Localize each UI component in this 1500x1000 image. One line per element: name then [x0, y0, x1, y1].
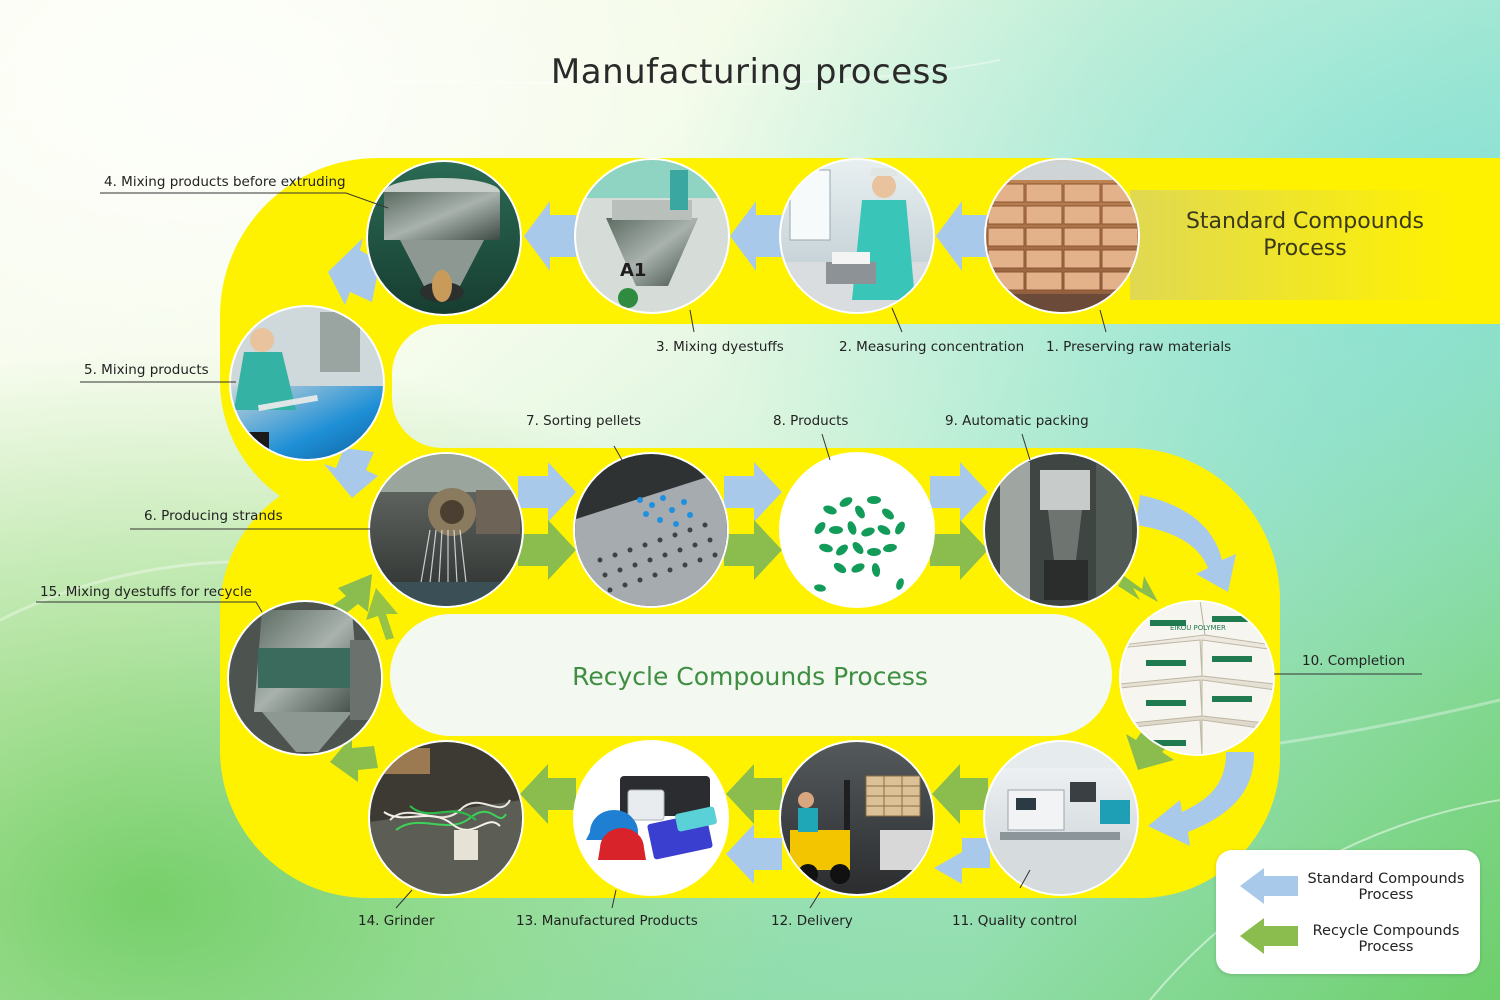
legend: Standard Compounds Process Recycle Compo… — [1216, 850, 1480, 974]
step-label-2: 2. Measuring concentration — [839, 339, 1025, 355]
blue-vat-worker-photo: D1 — [231, 307, 383, 459]
worker-scale-photo — [781, 160, 933, 312]
recycle-arrow-7-8 — [724, 520, 782, 580]
recycle-arrow-15-6b — [366, 588, 398, 640]
legend-item-standard: Standard Compounds Process — [1216, 862, 1480, 912]
standard-arrow-4-5 — [328, 238, 380, 305]
recycle-arrow-9-10 — [1118, 576, 1158, 602]
plastic-products-photo — [575, 742, 727, 894]
svg-text:EIKOU POLYMER: EIKOU POLYMER — [1170, 624, 1226, 632]
left-arrow-icon — [1240, 918, 1298, 954]
step-photo-9 — [983, 452, 1139, 608]
step-photo-14 — [368, 740, 524, 896]
step-photo-3: A1 — [574, 158, 730, 314]
step-label-5: 5. Mixing products — [84, 362, 209, 378]
step-label-1: 1. Preserving raw materials — [1046, 339, 1232, 355]
standard-arrow-6-7 — [518, 462, 576, 522]
standard-arrow-3-4 — [524, 201, 576, 271]
recycle-arrows — [326, 520, 1176, 824]
steel-mixer-photo — [368, 162, 520, 314]
stacked-bags-photo — [986, 160, 1138, 312]
green-pellets-photo — [781, 454, 933, 606]
step-label-4: 4. Mixing products before extruding — [104, 174, 346, 190]
drum-mixer-photo — [229, 602, 381, 754]
step-photo-1 — [984, 158, 1140, 314]
step-photo-6 — [368, 452, 524, 608]
standard-arrow-11-12 — [934, 838, 990, 884]
step-label-3: 3. Mixing dyestuffs — [656, 339, 784, 355]
step-photo-8 — [779, 452, 935, 608]
legend-label-standard: Standard Compounds Process — [1307, 871, 1465, 903]
step-photo-13 — [573, 740, 729, 896]
recycle-arrow-13-14 — [520, 764, 576, 824]
forklift-photo — [781, 742, 933, 894]
recycle-arrow-12-13 — [726, 764, 782, 824]
recycle-inner-band — [390, 614, 1112, 736]
step-label-14: 14. Grinder — [358, 913, 435, 929]
step-photo-4 — [366, 160, 522, 316]
recycle-arrow-15-6a — [326, 574, 372, 618]
standard-arrows — [324, 201, 1255, 884]
step-photo-7 — [573, 452, 729, 608]
left-arrow-icon — [1240, 868, 1298, 904]
step-photo-2 — [779, 158, 935, 314]
page-title: Manufacturing process — [550, 52, 950, 92]
recycle-arrow-6-7 — [518, 520, 576, 580]
step-label-7: 7. Sorting pellets — [526, 413, 642, 429]
standard-arrow-10-11 — [1148, 752, 1255, 846]
legend-label-recycle: Recycle Compounds Process — [1312, 923, 1460, 955]
scrap-bin-photo — [370, 742, 522, 894]
standard-arrow-9-10 — [1136, 495, 1236, 592]
step-photo-10: EIKOU POLYMER — [1119, 600, 1275, 756]
legend-item-recycle: Recycle Compounds Process — [1216, 916, 1480, 966]
recycle-arrow-11-12 — [932, 764, 988, 824]
recycle-arrow-14-15 — [330, 736, 378, 782]
step-photo-15 — [227, 600, 383, 756]
step-label-13: 13. Manufactured Products — [516, 913, 698, 929]
recycle-arrow-8-9 — [930, 520, 988, 580]
step-label-10: 10. Completion — [1302, 653, 1406, 669]
step-photo-11 — [983, 740, 1139, 896]
perforated-sieve-photo — [575, 454, 727, 606]
recycle-process-title: Recycle Compounds Process — [572, 662, 928, 691]
step-label-6: 6. Producing strands — [144, 508, 283, 524]
step-label-11: 11. Quality control — [952, 913, 1078, 929]
svg-text:A1: A1 — [620, 260, 646, 281]
step-photo-5: D1 — [229, 305, 385, 461]
step-label-15: 15. Mixing dyestuffs for recycle — [40, 584, 252, 600]
packing-machine-photo — [985, 454, 1137, 606]
step-label-8: 8. Products — [773, 413, 849, 429]
leader-lines — [36, 192, 1422, 909]
standard-arrow-2-3 — [730, 201, 782, 271]
step-label-12: 12. Delivery — [771, 913, 853, 929]
standard-arrow-5-6 — [324, 448, 378, 498]
standard-arrow-12-13 — [726, 824, 782, 884]
standard-arrow-7-8 — [724, 462, 782, 522]
step-label-9: 9. Automatic packing — [945, 413, 1089, 429]
standard-arrow-1-2 — [936, 201, 988, 271]
standard-arrow-8-9 — [930, 462, 988, 522]
standard-process-title: Standard Compounds Process — [1185, 209, 1425, 261]
step-photo-12 — [779, 740, 935, 896]
